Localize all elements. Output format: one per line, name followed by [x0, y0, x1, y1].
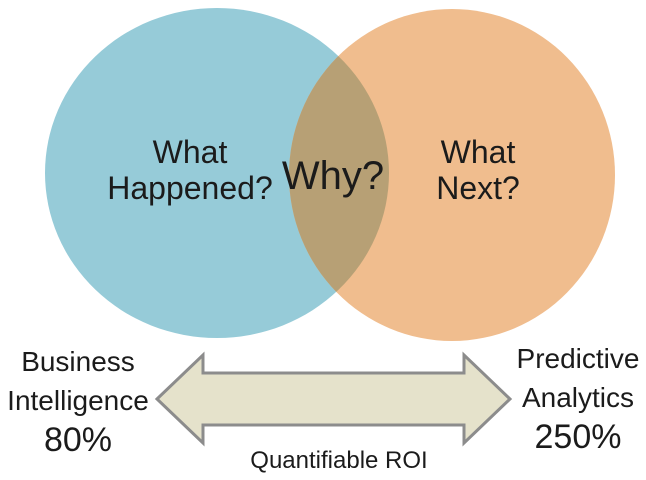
right-circle-label: What Next?	[436, 134, 520, 206]
left-circle-label: What Happened?	[107, 134, 272, 206]
right-metric-line2: Analytics	[521, 382, 635, 413]
right-circle	[289, 9, 615, 341]
right-circle-label-line1: What	[440, 134, 516, 170]
left-circle	[45, 8, 389, 338]
right-metric-value: 250%	[534, 418, 622, 456]
right-metric: Predictive Analytics 250%	[517, 339, 640, 457]
right-circle-label-line2: Next?	[436, 170, 520, 206]
left-metric-value: 80%	[43, 421, 113, 459]
left-circle-label-line1: What	[152, 134, 228, 170]
left-circle-label-line2: Happened?	[107, 170, 273, 206]
left-metric-line2: Intelligence	[7, 385, 149, 416]
left-metric: Business Intelligence 80%	[7, 342, 149, 460]
overlap-label: Why?	[281, 154, 385, 198]
right-metric-line1: Predictive	[516, 343, 640, 374]
double-arrow	[154, 351, 513, 447]
left-metric-line1: Business	[21, 346, 135, 377]
roi-caption: Quantifiable ROI	[250, 447, 428, 474]
